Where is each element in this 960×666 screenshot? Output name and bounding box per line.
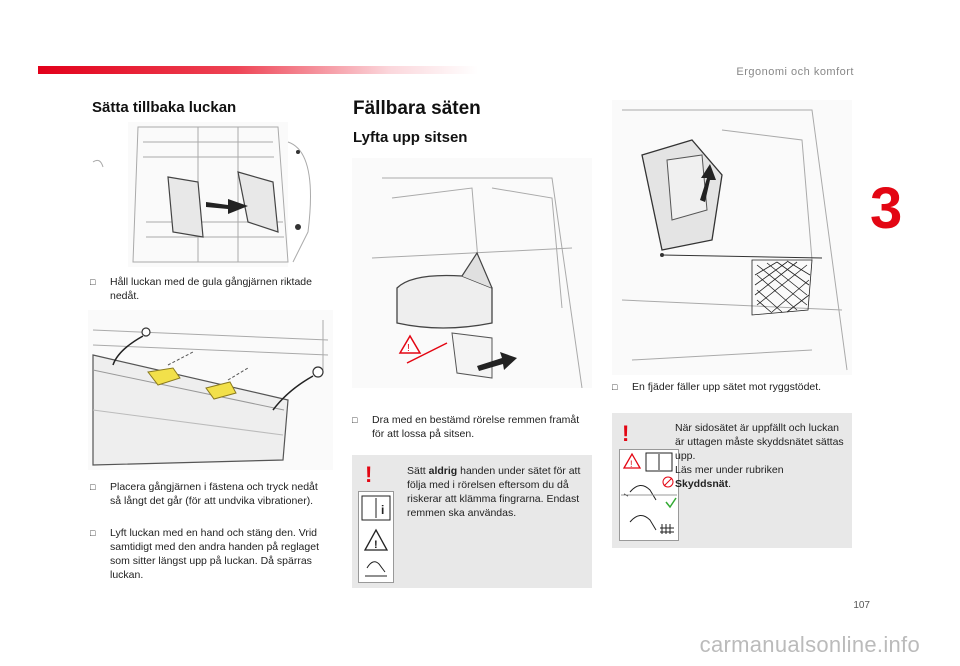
- page-number: 107: [853, 600, 870, 611]
- svg-text:i: i: [381, 503, 384, 517]
- bullet-marker-icon: □: [90, 482, 96, 492]
- chapter-number: 3: [870, 176, 903, 241]
- svg-text:!: !: [630, 459, 633, 469]
- header-accent-bar: [38, 66, 478, 74]
- bullet-marker-icon: □: [612, 382, 618, 392]
- warning-note-text: När sidosätet är uppfällt och luckan är …: [675, 422, 844, 490]
- bullet-marker-icon: □: [90, 528, 96, 538]
- warning-icons-strip: !: [619, 449, 679, 541]
- figure-lift-seat: !: [352, 158, 592, 388]
- middle-heading: Fällbara säten: [353, 98, 481, 119]
- warning-exclamation-icon: !: [622, 421, 630, 446]
- warning-icons-strip: i !: [358, 491, 394, 583]
- figure-hinges: [88, 310, 333, 470]
- manual-book-icon: i !: [361, 495, 391, 577]
- watermark: carmanualsonline.info: [699, 632, 920, 657]
- bullet-marker-icon: □: [352, 415, 358, 425]
- middle-bullet-1: □ Dra med en bestämd rörelse remmen fram…: [352, 414, 580, 440]
- section-title: Ergonomi och komfort: [736, 66, 854, 78]
- figure-folded-seat: [612, 100, 852, 375]
- hand-caution-icon: [366, 561, 386, 573]
- svg-text:!: !: [407, 343, 410, 354]
- left-bullet-2: □ Placera gångjärnen i fästena och tryck…: [90, 481, 318, 507]
- warning-note-text: Sätt aldrig handen under sätet för att f…: [407, 465, 581, 519]
- bullet-marker-icon: □: [90, 277, 96, 287]
- warning-note-right: ! ! När sidosätet är uppfällt och luckan…: [612, 413, 852, 548]
- child-seat-warning-icon: !: [621, 452, 677, 534]
- figure-hatch-insert: [88, 122, 328, 267]
- left-bullet-3: □ Lyft luckan med en hand och stäng den.…: [90, 527, 319, 581]
- left-heading: Sätta tillbaka luckan: [92, 99, 237, 116]
- svg-text:!: !: [374, 539, 378, 551]
- middle-subheading: Lyfta upp sitsen: [353, 129, 468, 146]
- right-bullet-1: □ En fjäder fäller upp sätet mot ryggstö…: [612, 381, 822, 393]
- warning-note-middle: ! i ! Sätt aldrig handen under sätet för…: [352, 455, 592, 588]
- warning-exclamation-icon: !: [365, 462, 373, 487]
- left-bullet-1: □ Håll luckan med de gula gångjärnen rik…: [90, 276, 312, 302]
